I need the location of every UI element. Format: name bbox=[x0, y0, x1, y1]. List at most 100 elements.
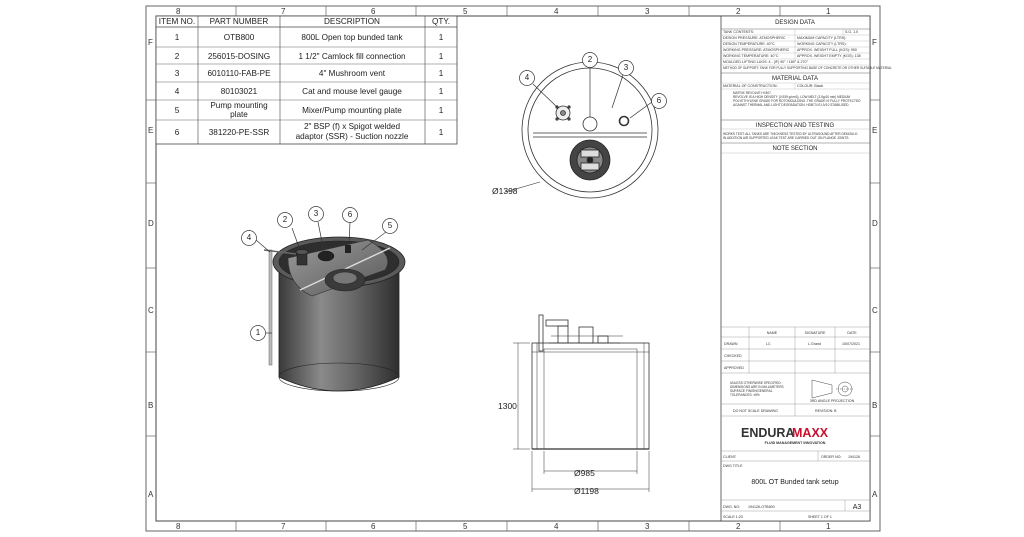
vent-iso bbox=[317, 250, 335, 262]
order-value: 194126 bbox=[848, 455, 860, 459]
zone-col-label: 4 bbox=[554, 7, 559, 16]
zone-row-label: D bbox=[872, 219, 878, 228]
zone-column-labels: 8 7 6 5 4 3 2 1 8 7 6 5 4 3 2 1 bbox=[176, 7, 831, 531]
camlock-top bbox=[582, 116, 598, 132]
svg-text:80103021: 80103021 bbox=[221, 87, 258, 96]
svg-text:adaptor (SSR) - Suction nozzle: adaptor (SSR) - Suction nozzle bbox=[296, 132, 409, 141]
drawing-number: 194126-OTB800 bbox=[748, 505, 775, 509]
zone-row-label: A bbox=[148, 490, 154, 499]
zone-row-label: D bbox=[148, 219, 154, 228]
svg-text:3RD ANGLE PROJECTION: 3RD ANGLE PROJECTION bbox=[810, 399, 855, 403]
svg-text:2" BSP (f) x Spigot welded: 2" BSP (f) x Spigot welded bbox=[304, 122, 400, 131]
zone-row-label: C bbox=[872, 306, 878, 315]
zone-row-label: F bbox=[148, 38, 153, 47]
zone-row-label: B bbox=[148, 401, 153, 410]
balloon-label: 6 bbox=[657, 96, 662, 105]
svg-text:REVOLVE IS A HIGH DENSITY (0.9: REVOLVE IS A HIGH DENSITY (0.939 g/cm3),… bbox=[733, 95, 850, 99]
zone-col-label: 2 bbox=[736, 522, 741, 531]
svg-text:2: 2 bbox=[175, 52, 180, 61]
svg-text:UNLESS OTHERWISE SPECIFIED:: UNLESS OTHERWISE SPECIFIED: bbox=[730, 381, 782, 385]
svg-text:APPROX. WEIGHT FULL (KGS): 950: APPROX. WEIGHT FULL (KGS): 950 bbox=[797, 48, 857, 52]
bom-header-part: PART NUMBER bbox=[210, 17, 269, 26]
svg-text:SURFACE FINISH/GENERAL: SURFACE FINISH/GENERAL bbox=[730, 389, 773, 393]
zone-col-label: 3 bbox=[645, 7, 650, 16]
svg-text:S.G. 1.0: S.G. 1.0 bbox=[845, 30, 858, 34]
svg-text:AGAINST THERMAL AND LIGHT DEGR: AGAINST THERMAL AND LIGHT DEGRADATION. H… bbox=[733, 103, 849, 107]
svg-text:MATRIX REVOLVE HI 807.: MATRIX REVOLVE HI 807. bbox=[733, 91, 772, 95]
side-view bbox=[513, 314, 650, 492]
drawing-title: 800L OT Bunded tank setup bbox=[751, 479, 838, 486]
svg-text:4: 4 bbox=[175, 87, 180, 96]
svg-text:DATE: DATE bbox=[847, 331, 857, 335]
svg-text:DWG TITLE: DWG TITLE bbox=[723, 464, 743, 468]
top-diameter-dimension: Ø1398 bbox=[492, 186, 518, 196]
svg-text:APPROX. WEIGHT EMPTY (KGS): 13: APPROX. WEIGHT EMPTY (KGS): 138 bbox=[797, 54, 861, 58]
balloon-label: 2 bbox=[588, 55, 593, 64]
title-block: DESIGN DATA TANK CONTENTS: S.G. 1.0 DESI… bbox=[720, 15, 892, 522]
zone-rows bbox=[146, 99, 880, 437]
svg-text:Mixer/Pump mounting plate: Mixer/Pump mounting plate bbox=[302, 106, 402, 115]
svg-text:1: 1 bbox=[439, 69, 444, 78]
outer-diameter-dimension: Ø1198 bbox=[574, 486, 599, 496]
svg-text:MATERIAL OF CONSTRUCTION:: MATERIAL OF CONSTRUCTION: bbox=[723, 84, 778, 88]
svg-text:WORKING TEMPERATURE: 40°C: WORKING TEMPERATURE: 40°C bbox=[723, 54, 779, 58]
table-row: 6 381220-PE-SSR 2" BSP (f) x Spigot weld… bbox=[175, 122, 444, 141]
bom-header-qty: QTY. bbox=[432, 17, 450, 26]
zone-col-label: 1 bbox=[826, 522, 831, 531]
svg-text:Pump mounting: Pump mounting bbox=[210, 101, 268, 110]
svg-text:LC: LC bbox=[766, 342, 771, 346]
svg-text:DRAWN: DRAWN bbox=[724, 342, 738, 346]
svg-text:1: 1 bbox=[439, 128, 444, 137]
note-section-title: NOTE SECTION bbox=[772, 146, 817, 152]
svg-text:DO NOT SCALE DRAWING: DO NOT SCALE DRAWING bbox=[733, 409, 778, 413]
design-data-title: DESIGN DATA bbox=[775, 20, 815, 26]
svg-text:DESIGN TEMPERATURE: 40°C: DESIGN TEMPERATURE: 40°C bbox=[723, 42, 775, 46]
zone-row-labels: F E D C B A F E D C B A bbox=[148, 38, 878, 499]
level-gauge-iso bbox=[268, 249, 273, 366]
level-gauge-top bbox=[555, 105, 571, 121]
svg-text:3: 3 bbox=[175, 69, 180, 78]
svg-text:REVISION: B: REVISION: B bbox=[815, 409, 837, 413]
svg-text:WORKS TEST: ALL TANKS ARE THIC: WORKS TEST: ALL TANKS ARE THICKNESS TEST… bbox=[723, 132, 858, 136]
zone-row-label: F bbox=[872, 38, 877, 47]
svg-text:1: 1 bbox=[439, 33, 444, 42]
bom-header-item: ITEM NO. bbox=[159, 17, 195, 26]
top-view-balloons bbox=[519, 52, 667, 119]
table-row: 3 6010110-FAB-PE 4" Mushroom vent 1 bbox=[175, 69, 444, 78]
pump-plate-top bbox=[569, 139, 611, 181]
vent-top bbox=[618, 115, 630, 127]
zone-col-label: 2 bbox=[736, 7, 741, 16]
zone-col-label: 6 bbox=[371, 7, 376, 16]
zone-col-label: 6 bbox=[371, 522, 376, 531]
svg-text:Cat and mouse level gauge: Cat and mouse level gauge bbox=[302, 87, 402, 96]
balloon-label: 5 bbox=[388, 221, 393, 230]
svg-text:DWG. NO:: DWG. NO: bbox=[723, 505, 740, 509]
zone-col-label: 3 bbox=[645, 522, 650, 531]
svg-text:SIGNATURE: SIGNATURE bbox=[805, 331, 826, 335]
table-row: 5 Pump mounting plate Mixer/Pump mountin… bbox=[175, 101, 444, 119]
top-view bbox=[504, 61, 659, 199]
svg-text:DIMENSIONS ARE IN MILLIMETERS: DIMENSIONS ARE IN MILLIMETERS bbox=[730, 385, 784, 389]
svg-text:OTB800: OTB800 bbox=[224, 33, 255, 42]
svg-text:800L Open top bunded tank: 800L Open top bunded tank bbox=[301, 33, 403, 42]
brand-logo-endura: ENDURA bbox=[741, 426, 794, 440]
balloon-label: 1 bbox=[256, 328, 261, 337]
bill-of-materials-table: ITEM NO. PART NUMBER DESCRIPTION QTY. 1 … bbox=[155, 15, 458, 145]
svg-text:1: 1 bbox=[439, 52, 444, 61]
svg-text:IN ADDITION AIR SUPPORTED LEAK: IN ADDITION AIR SUPPORTED LEAK TEST ARE … bbox=[723, 136, 849, 140]
material-data-title: MATERIAL DATA bbox=[772, 76, 818, 82]
svg-text:TOLERANCES: ±5%: TOLERANCES: ±5% bbox=[730, 393, 760, 397]
svg-text:METHOD OF SUPPORT: TANK FOR FU: METHOD OF SUPPORT: TANK FOR FULLY SUPPOR… bbox=[723, 66, 892, 70]
client-label: CLIENT: bbox=[723, 455, 737, 459]
svg-text:L.Grand: L.Grand bbox=[808, 342, 821, 346]
svg-text:4" Mushroom vent: 4" Mushroom vent bbox=[319, 69, 386, 78]
table-row: 2 256015-DOSING 1 1/2" Camlock fill conn… bbox=[175, 52, 444, 61]
zone-col-label: 4 bbox=[554, 522, 559, 531]
svg-text:15/07/2021: 15/07/2021 bbox=[842, 342, 860, 346]
svg-text:TANK CONTENTS:: TANK CONTENTS: bbox=[723, 30, 754, 34]
svg-text:POLYETHYLENE GRADE FOR ROTOMOU: POLYETHYLENE GRADE FOR ROTOMOULDING. THE… bbox=[733, 99, 861, 103]
iso-view-balloons bbox=[241, 206, 398, 341]
height-dimension: 1300 bbox=[498, 401, 517, 411]
svg-text:WORKING CAPACITY (LTRS):: WORKING CAPACITY (LTRS): bbox=[797, 42, 847, 46]
